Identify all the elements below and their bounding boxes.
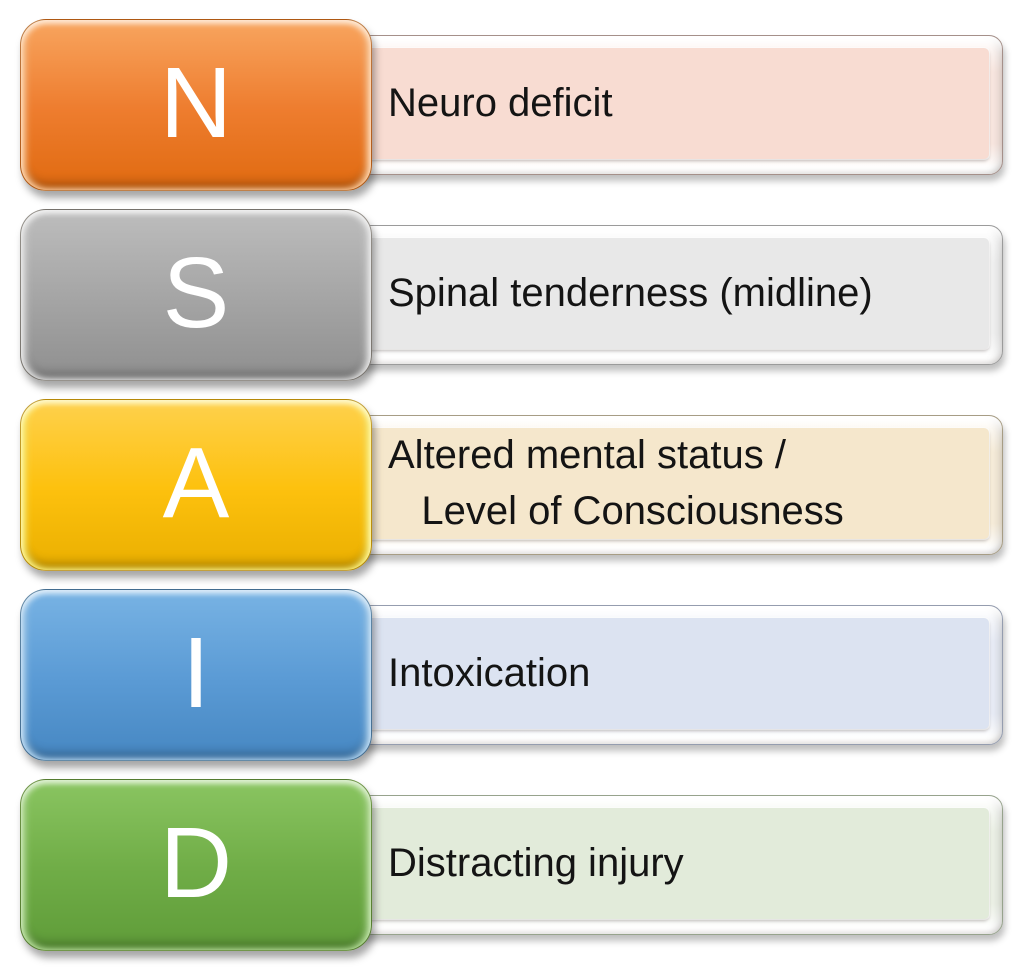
definition-bar: Intoxication [346,605,1003,745]
letter-label: D [159,807,233,919]
mnemonic-row-d: Distracting injury D [0,778,1024,952]
letter-block-n: N [20,19,372,191]
mnemonic-row-s: Spinal tenderness (midline) S [0,208,1024,382]
definition-label: Neuro deficit [388,80,613,125]
mnemonic-row-n: Neuro deficit N [0,18,1024,192]
letter-block-s: S [20,209,372,381]
definition-panel: Intoxication [360,618,989,729]
definition-panel: Neuro deficit [360,48,989,159]
definition-label: Distracting injury [388,840,684,885]
definition-panel: Distracting injury [360,808,989,919]
definition-label: Altered mental status / Level of Conscio… [388,433,844,533]
definition-bar: Altered mental status / Level of Conscio… [346,415,1003,555]
definition-bar: Spinal tenderness (midline) [346,225,1003,365]
letter-block-i: I [20,589,372,761]
letter-block-a: A [20,399,372,571]
mnemonic-row-i: Intoxication I [0,588,1024,762]
definition-panel: Altered mental status / Level of Conscio… [360,428,989,539]
definition-label: Intoxication [388,650,591,695]
definition-bar: Neuro deficit [346,35,1003,175]
mnemonic-row-a: Altered mental status / Level of Conscio… [0,398,1024,572]
definition-label: Spinal tenderness (midline) [388,270,873,315]
definition-bar: Distracting injury [346,795,1003,935]
letter-label: I [182,617,210,729]
letter-block-d: D [20,779,372,951]
letter-label: N [159,47,233,159]
definition-panel: Spinal tenderness (midline) [360,238,989,349]
letter-label: S [162,237,230,349]
letter-label: A [162,427,230,539]
